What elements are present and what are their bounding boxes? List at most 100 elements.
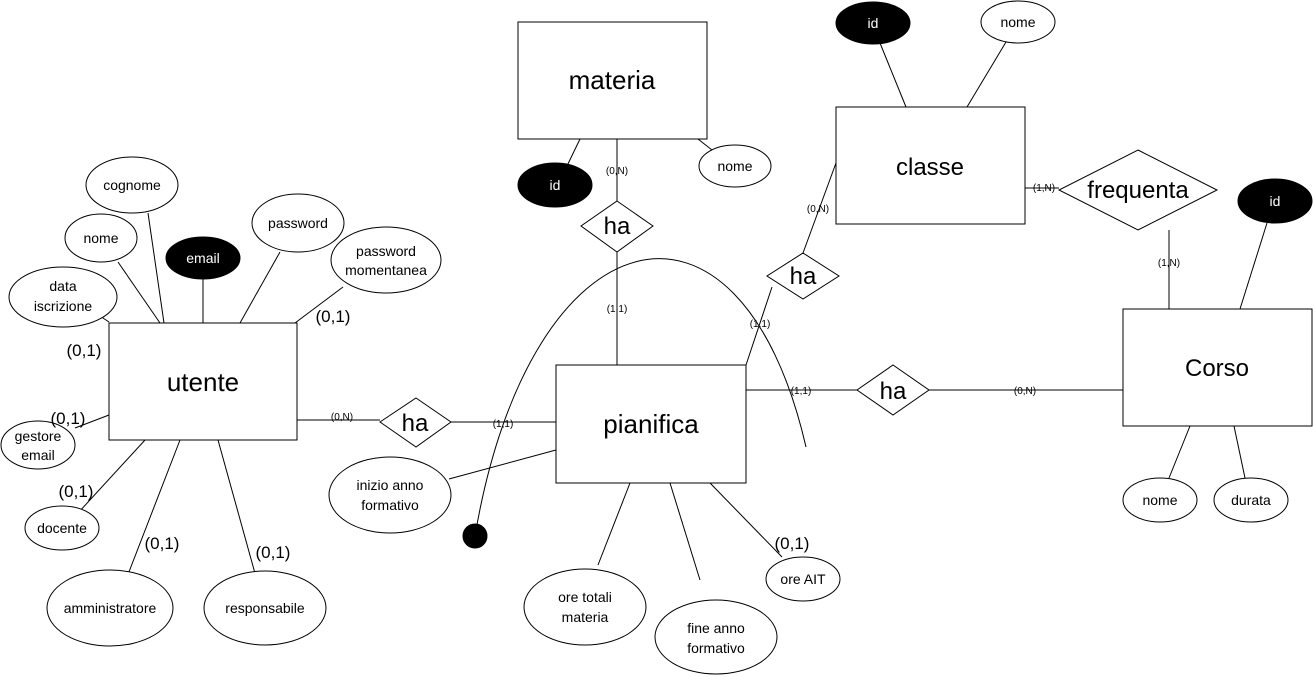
entity-materia-label: materia [569, 65, 656, 95]
attr-utente-data-iscrizione-line2: iscrizione [34, 298, 93, 314]
card-classe-frequenta: (1,N) [1033, 183, 1055, 194]
attr-pianifica-inizio-anno-line2: formativo [361, 497, 419, 513]
card-pianifica-utente-ha: (1,1) [493, 419, 514, 430]
attr-utente-password-momentanea: password momentanea [330, 226, 442, 294]
card-utente-utente-ha: (0,N) [331, 412, 353, 423]
attr-utente-amministratore: amministratore [46, 569, 174, 647]
entity-corso-label: Corso [1185, 355, 1249, 382]
attr-corso-id: id [1237, 178, 1313, 224]
attr-classe-id: id [835, 1, 911, 45]
entity-materia: materia [517, 21, 708, 140]
attr-corso-nome-label: nome [1142, 492, 1177, 508]
attr-utente-cognome-label: cognome [103, 177, 161, 193]
relationship-frequenta: frequenta [1057, 149, 1219, 231]
line-utente-resp [217, 439, 257, 578]
attr-utente-docente-label: docente [37, 520, 87, 536]
line-corso-id [1239, 222, 1268, 310]
relationship-utente-ha: ha [379, 397, 452, 448]
relationship-materia-ha: ha [580, 200, 654, 253]
line-classe-nome [966, 41, 1007, 108]
attr-utente-docente: docente [24, 505, 100, 551]
card-docente: (0,1) [59, 482, 94, 501]
card-data-iscrizione: (0,1) [67, 341, 102, 360]
attr-utente-responsabile: responsabile [203, 570, 327, 646]
attr-utente-password-momentanea-line2: momentanea [345, 262, 427, 278]
relationship-corso-ha-label: ha [880, 378, 907, 405]
line-utente-password [239, 251, 281, 324]
attr-classe-nome-label: nome [1000, 14, 1035, 30]
attr-pianifica-fine-anno-line2: formativo [687, 640, 745, 656]
card-materia-ha-materia: (0,N) [606, 166, 628, 177]
attr-utente-amministratore-label: amministratore [64, 600, 157, 616]
attr-pianifica-inizio-anno: inizio anno formativo [328, 456, 452, 534]
entity-classe: classe [835, 106, 1026, 225]
entity-utente-label: utente [167, 367, 239, 397]
card-materia-ha-pianifica: (1,1) [607, 304, 628, 315]
attr-corso-durata: durata [1213, 477, 1289, 523]
line-utente-gestore [74, 414, 110, 429]
relationship-classe-ha-label: ha [790, 263, 817, 290]
attr-materia-id-label: id [550, 177, 561, 193]
line-utente-docente [77, 439, 146, 514]
card-corso-corso-ha: (0,N) [1014, 386, 1036, 397]
attr-utente-data-iscrizione: data iscrizione [8, 266, 118, 328]
card-pianifica-corso-ha: (1,1) [791, 386, 812, 397]
relationship-classe-ha: ha [766, 252, 840, 300]
attr-utente-data-iscrizione-line1: data [49, 278, 76, 294]
attr-materia-nome: nome [698, 144, 772, 188]
attr-pianifica-ore-totali: ore totali materia [523, 568, 647, 646]
attr-corso-id-label: id [1270, 193, 1281, 209]
line-utente-pwdmom [294, 286, 344, 324]
entity-pianifica-label: pianifica [603, 409, 699, 439]
entity-classe-label: classe [896, 154, 964, 181]
attr-pianifica-fine-anno-line1: fine anno [687, 620, 745, 636]
attr-utente-password: password [251, 193, 345, 253]
attr-utente-password-label: password [268, 215, 328, 231]
line-pianifica-inizio [448, 449, 557, 480]
line-classe-id [879, 42, 907, 108]
attr-pianifica-ore-ait: ore AIT [765, 556, 841, 602]
arc-identifier [474, 258, 807, 537]
relationship-materia-ha-label: ha [604, 213, 631, 240]
attr-corso-nome: nome [1122, 477, 1198, 523]
card-responsabile: (0,1) [256, 543, 291, 562]
attr-utente-cognome: cognome [85, 156, 179, 214]
relationship-corso-ha: ha [856, 364, 930, 416]
card-corso-frequenta: (1,N) [1158, 258, 1180, 269]
line-corso-nome [1168, 425, 1191, 479]
line-pianifica-oretotali [597, 482, 631, 566]
attr-utente-email: email [165, 236, 241, 280]
attr-pianifica-ore-totali-line1: ore totali [558, 589, 612, 605]
attr-classe-id-label: id [868, 15, 879, 31]
connectors [74, 41, 1268, 581]
cardinalities: (0,N) (1,1) (0,N) (1,1) (1,N) (1,N) (1,1… [51, 166, 1181, 562]
line-materia-id [565, 138, 581, 169]
card-gestore-email: (0,1) [51, 409, 86, 428]
attr-materia-nome-label: nome [717, 158, 752, 174]
card-classe-ha-pianifica: (1,1) [750, 319, 771, 330]
attr-pianifica-ore-totali-line2: materia [562, 609, 609, 625]
line-pianifica-fine [669, 482, 701, 581]
attr-utente-responsabile-label: responsabile [225, 600, 305, 616]
relationship-frequenta-label: frequenta [1087, 177, 1189, 204]
entity-utente: utente [108, 322, 298, 441]
card-classe-ha-classe: (0,N) [807, 204, 829, 215]
attr-utente-password-momentanea-line1: password [356, 243, 416, 259]
line-utente-nome [117, 261, 161, 324]
attr-utente-nome: nome [64, 213, 138, 263]
line-utente-cognome [147, 212, 165, 324]
line-classe-ha [802, 162, 837, 254]
attr-pianifica-ore-ait-label: ore AIT [780, 571, 826, 587]
card-amministratore: (0,1) [145, 534, 180, 553]
attr-utente-gestore-email-line2: email [21, 447, 54, 463]
attr-classe-nome: nome [980, 0, 1056, 44]
attr-utente-nome-label: nome [83, 230, 118, 246]
attr-pianifica-fine-anno: fine anno formativo [654, 599, 778, 675]
attr-materia-id: id [517, 162, 593, 208]
line-corso-durata [1233, 425, 1246, 479]
attr-utente-email-label: email [186, 250, 219, 266]
line-pianifica-oreait [709, 482, 783, 558]
entity-pianifica: pianifica [555, 364, 747, 484]
attr-corso-durata-label: durata [1231, 492, 1271, 508]
